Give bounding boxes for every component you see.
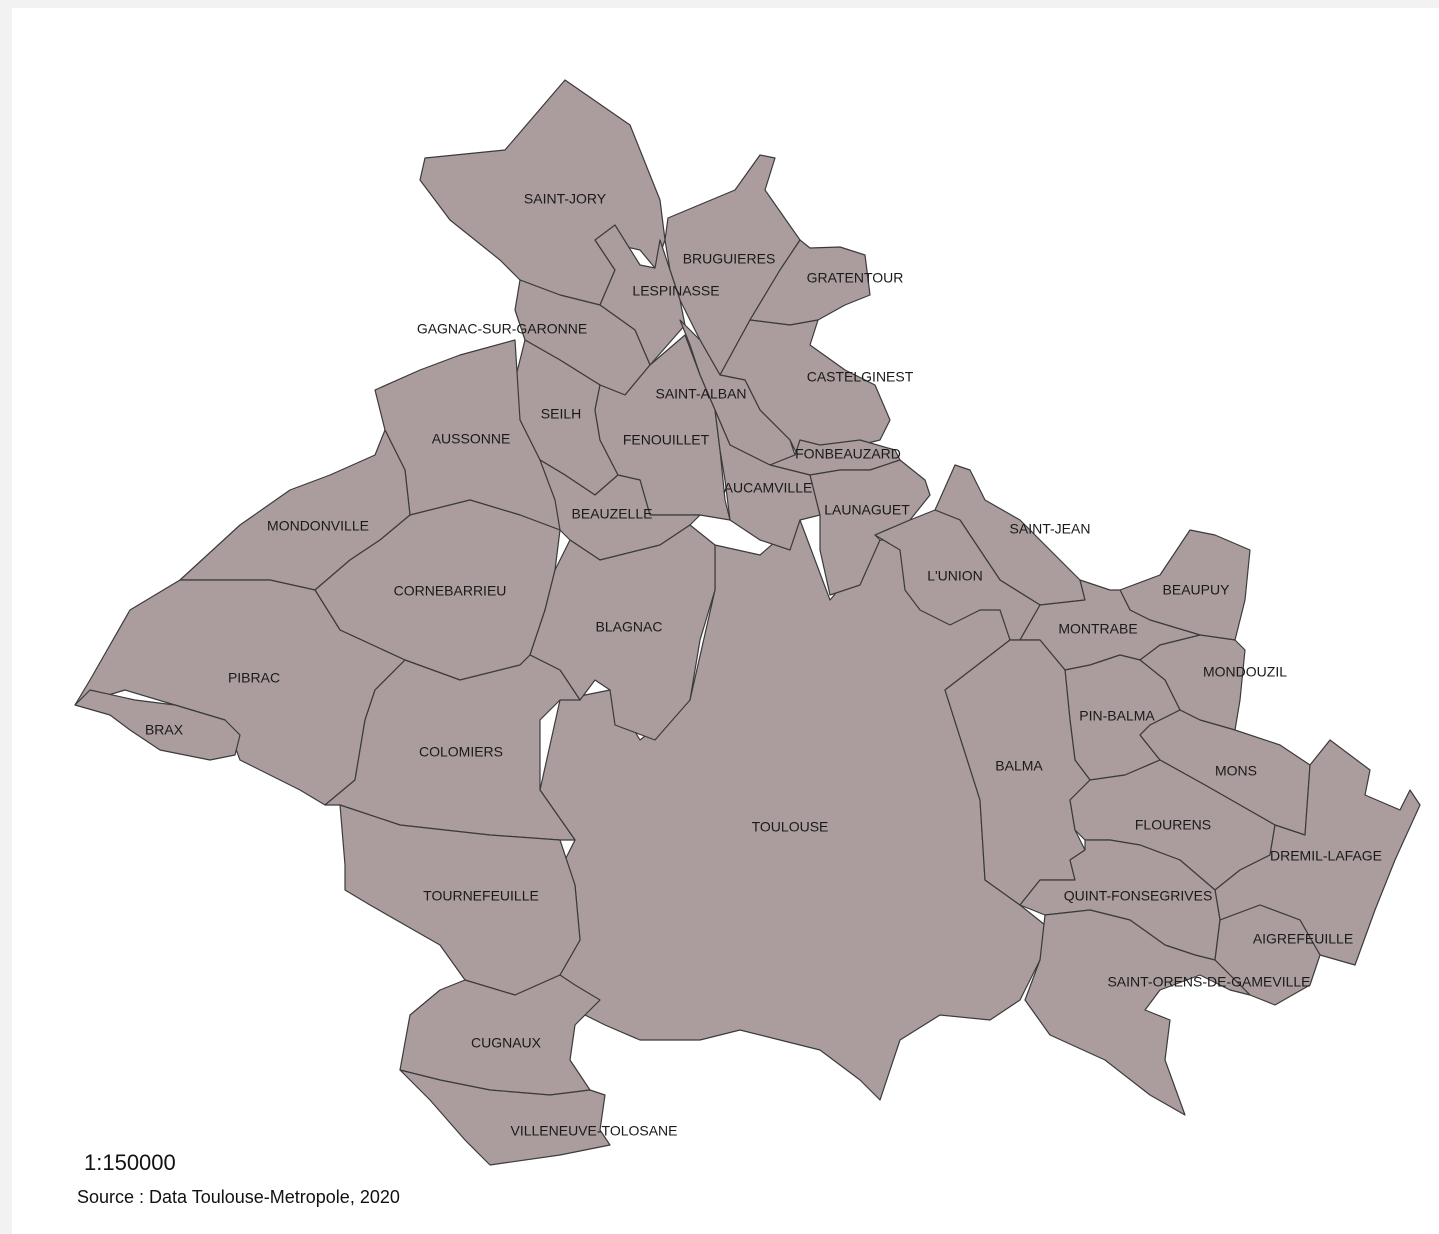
label-tournefeuille: TOURNEFEUILLE (423, 888, 539, 904)
label-balma: BALMA (995, 758, 1043, 774)
commune-labels: SAINT-JORY BRUGUIERES GRATENTOUR LESPINA… (145, 191, 1382, 1139)
commune-beauzelle[interactable] (539, 459, 701, 561)
commune-brax[interactable] (74, 689, 241, 761)
label-aucamville: AUCAMVILLE (724, 480, 813, 496)
label-blagnac: BLAGNAC (596, 619, 663, 635)
commune-aucamville[interactable] (714, 409, 821, 551)
label-saint-jean: SAINT-JEAN (1010, 521, 1091, 537)
label-bruguieres: BRUGUIERES (683, 251, 776, 267)
commune-shapes (74, 79, 1421, 1166)
label-montrabe: MONTRABE (1058, 621, 1137, 637)
commune-launaguet[interactable] (809, 459, 931, 596)
label-pibrac: PIBRAC (228, 670, 280, 686)
label-seilh: SEILH (541, 406, 581, 422)
commune-gratentour[interactable] (749, 239, 871, 326)
label-mondonville: MONDONVILLE (267, 518, 369, 534)
label-fonbeauzard: FONBEAUZARD (795, 446, 901, 462)
label-saint-alban: SAINT-ALBAN (655, 386, 746, 402)
map-scale: 1:150000 (84, 1150, 176, 1175)
label-dremil-lafage: DREMIL-LAFAGE (1270, 848, 1382, 864)
label-fenouillet: FENOUILLET (623, 432, 710, 448)
label-mondouzil: MONDOUZIL (1203, 664, 1287, 680)
commune-villeneuve-tolosane[interactable] (399, 1069, 611, 1166)
label-toulouse: TOULOUSE (752, 819, 829, 835)
commune-fenouillet[interactable] (594, 334, 731, 521)
label-flourens: FLOURENS (1135, 817, 1211, 833)
label-aussonne: AUSSONNE (432, 431, 511, 447)
label-cugnaux: CUGNAUX (471, 1035, 542, 1051)
commune-blagnac[interactable] (529, 524, 716, 741)
label-colomiers: COLOMIERS (419, 744, 503, 760)
label-pin-balma: PIN-BALMA (1079, 708, 1155, 724)
commune-saint-orens[interactable] (1024, 909, 1251, 1116)
map-source: Source : Data Toulouse-Metropole, 2020 (77, 1187, 400, 1207)
label-beauzelle: BEAUZELLE (572, 506, 653, 522)
label-saint-jory: SAINT-JORY (524, 191, 607, 207)
label-saint-orens-de-gameville: SAINT-ORENS-DE-GAMEVILLE (1107, 974, 1310, 990)
label-lespinasse: LESPINASSE (632, 283, 719, 299)
label-l-union: L'UNION (927, 568, 983, 584)
label-gagnac-sur-garonne: GAGNAC-SUR-GARONNE (417, 321, 587, 337)
label-quint-fonsegrives: QUINT-FONSEGRIVES (1064, 888, 1213, 904)
label-launaguet: LAUNAGUET (824, 502, 910, 518)
label-villeneuve-tolosane: VILLENEUVE-TOLOSANE (510, 1123, 677, 1139)
label-aigrefeuille: AIGREFEUILLE (1253, 931, 1353, 947)
label-mons: MONS (1215, 763, 1257, 779)
label-gratentour: GRATENTOUR (807, 270, 904, 286)
label-castelginest: CASTELGINEST (807, 369, 914, 385)
label-beaupuy: BEAUPUY (1163, 582, 1231, 598)
label-brax: BRAX (145, 722, 184, 738)
commune-colomiers[interactable] (324, 654, 581, 841)
label-cornebarrieu: CORNEBARRIEU (394, 583, 507, 599)
